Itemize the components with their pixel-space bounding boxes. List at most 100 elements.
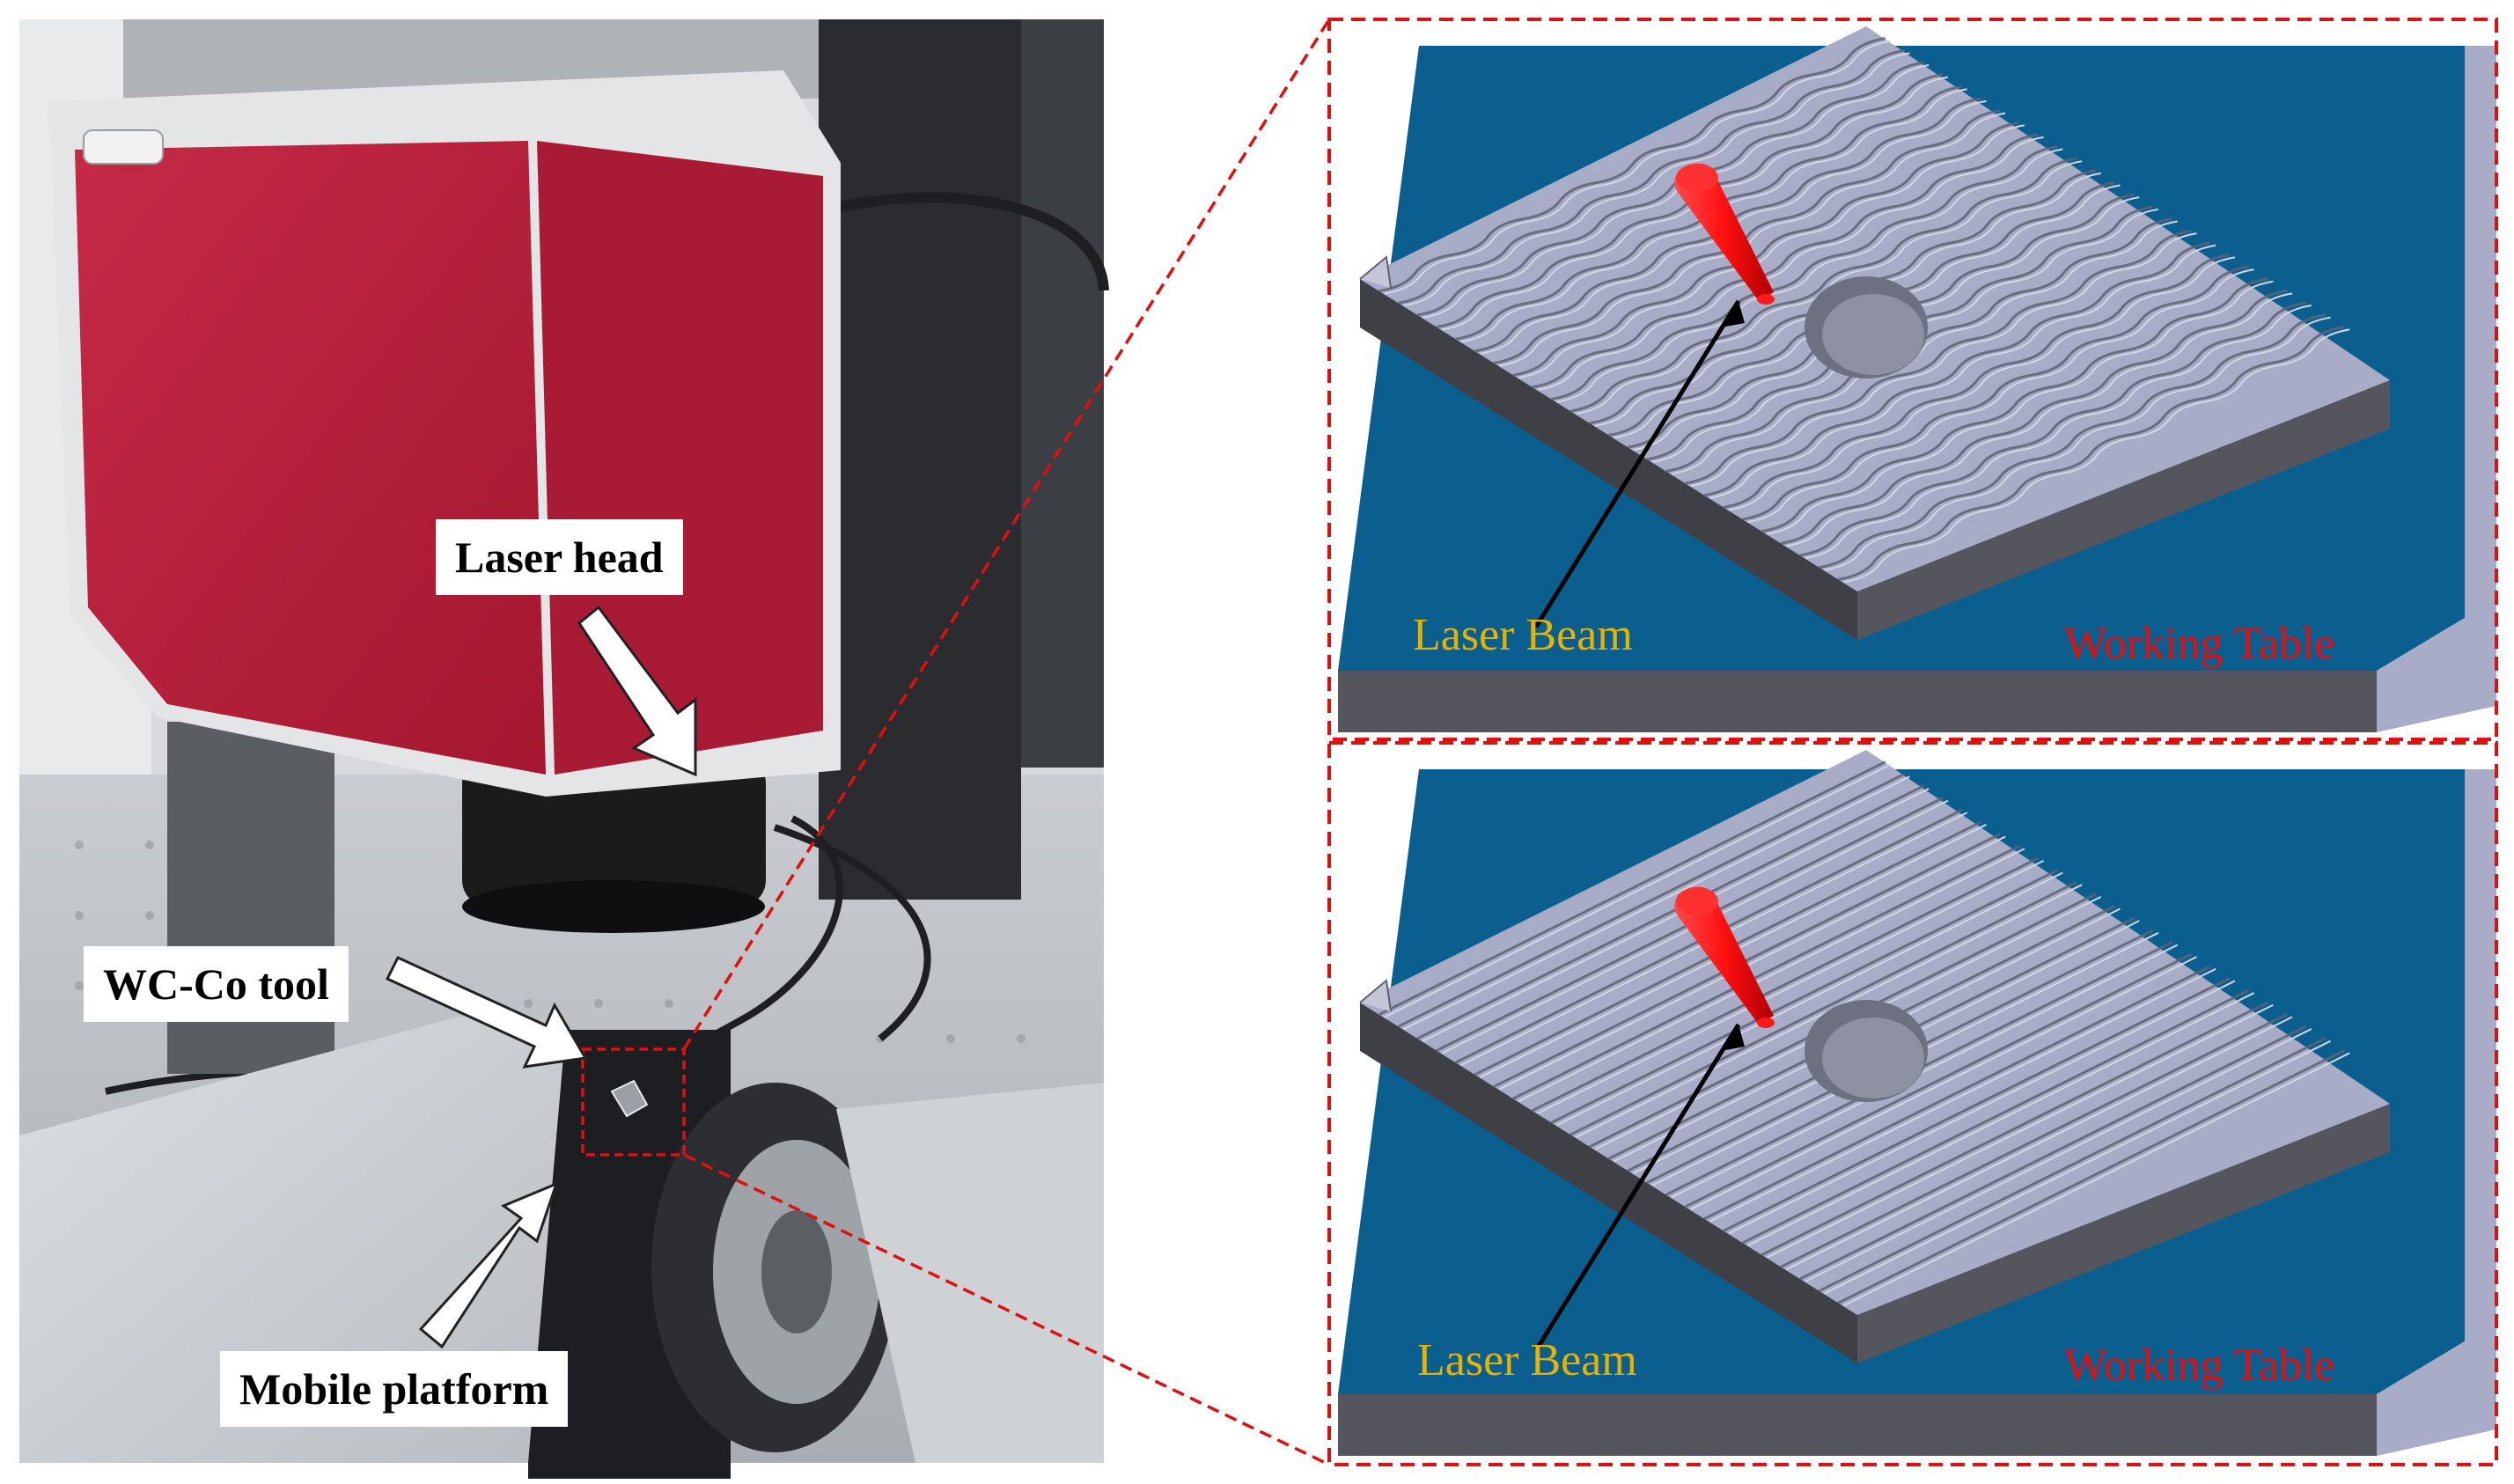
texture-ridge-highlight <box>1403 775 1910 1031</box>
texture-ridge-highlight <box>1537 859 2045 1114</box>
platform-plate-right <box>836 1083 1104 1463</box>
texture-ridge <box>1741 988 2250 1245</box>
laser-beam-pointer-arrowhead <box>1721 1025 1745 1051</box>
texture-ridge-highlight <box>1422 63 1930 319</box>
lens-barrel-bottom <box>462 880 765 933</box>
texture-ridge <box>1397 772 1906 1028</box>
machine-column-shade <box>1021 19 1104 768</box>
texture-ridge-highlight <box>1843 328 2350 584</box>
tool-highlight-box <box>581 1047 686 1157</box>
texture-ridge <box>1818 1037 2327 1293</box>
texture-ridge <box>1569 157 2077 413</box>
texture-ridge-highlight <box>1671 220 2178 475</box>
texture-ridge <box>1780 1013 2288 1268</box>
texture-ridge <box>1684 952 2193 1209</box>
texture-ridge-highlight <box>1403 52 1910 307</box>
texture-ridge <box>1703 965 2211 1221</box>
texture-ridge-highlight <box>1422 788 1930 1042</box>
texture-ridge <box>1531 856 2040 1113</box>
laser-head-arrow <box>577 605 697 777</box>
platform-arrow <box>418 1181 559 1349</box>
texture-ridge <box>1799 301 2307 557</box>
wc-co-tool-sample <box>610 1079 649 1118</box>
equipment-photo <box>19 19 1109 1479</box>
texture-ridge <box>1780 289 2288 545</box>
zoom-connector-lines <box>682 18 1331 1466</box>
texture-ridge-highlight <box>1747 992 2255 1246</box>
texture-ridge-highlight <box>1747 268 2254 524</box>
texture-ridge <box>1799 1025 2307 1281</box>
laser-beam-top <box>1676 887 1718 915</box>
laser-beam-cone <box>1674 163 1774 301</box>
texture-ridge <box>1416 61 1924 317</box>
texture-ridge-highlight <box>1555 871 2063 1127</box>
laser-head-red-side <box>537 141 823 775</box>
texture-ridge <box>1493 109 2001 365</box>
texture-ridge <box>1551 145 2058 401</box>
texture-ridge <box>1550 869 2058 1124</box>
texture-ridge <box>1378 760 1886 1016</box>
texture-ridge-highlight <box>1766 1003 2274 1259</box>
texture-ridge <box>1761 277 2268 533</box>
texture-ridge <box>1838 325 2345 581</box>
texture-ridge <box>1742 265 2249 521</box>
workpiece-left-face <box>1360 1003 1857 1363</box>
laser-head-red-front <box>75 141 546 775</box>
texture-ridge-highlight <box>1498 112 2006 367</box>
texture-ridge <box>1837 1049 2345 1304</box>
texture-ridge-highlight <box>1785 1016 2293 1271</box>
zoom-line-top <box>682 18 1331 1050</box>
platform-plate <box>19 1012 563 1463</box>
laser-beam-cone <box>1674 886 1774 1025</box>
panel-frame-bottom <box>1327 741 2498 1466</box>
working-table-front <box>1338 671 2377 732</box>
callout-arrows <box>385 605 697 1349</box>
texture-ridge-highlight <box>1689 956 2197 1211</box>
workpiece-left-face <box>1360 279 1857 640</box>
texture-ridge-highlight <box>1518 848 2025 1103</box>
texture-ridge-highlight <box>1671 944 2179 1199</box>
texture-ridge <box>1761 1001 2269 1257</box>
texture-ridge-highlight <box>1728 256 2236 511</box>
texture-ridge <box>1685 229 2192 485</box>
workpiece-hole-inner <box>1822 1017 1924 1098</box>
panel-bottom-beam-label: Laser Beam <box>1417 1335 1637 1385</box>
laser-beam-pointer-line <box>1533 1023 1741 1352</box>
panel-frame-top <box>1327 18 2498 741</box>
texture-ridge <box>1703 241 2211 497</box>
working-table-front <box>1338 1394 2377 1456</box>
texture-panel-bottom <box>1338 750 2496 1456</box>
texture-ridge <box>1569 880 2077 1136</box>
panel-top-table-label: Working Table <box>2064 619 2335 669</box>
laser-beam-tip <box>1757 1017 1775 1028</box>
laser-beam-pointer-line <box>1533 299 1741 628</box>
working-table-side <box>2377 769 2496 1456</box>
mobile-platform-label: Mobile platform <box>220 1351 569 1427</box>
tool-arrow <box>385 956 588 1069</box>
workpiece-right-face <box>1857 1104 2390 1363</box>
laser-beam-top <box>1676 164 1718 192</box>
texture-ridge-highlight <box>1384 40 1891 295</box>
texture-ridge <box>1398 48 1905 305</box>
texture-ridge <box>1512 844 2020 1100</box>
texture-edge-tooth <box>1359 979 1392 1012</box>
texture-ridge-highlight <box>1824 316 2331 571</box>
workpiece-hole-inner <box>1822 294 1924 375</box>
texture-ridge-highlight <box>1709 244 2216 499</box>
texture-ridge <box>1512 121 2020 377</box>
texture-ridge-highlight <box>1498 835 2006 1091</box>
cable <box>817 192 1109 291</box>
texture-ridge-highlight <box>1785 292 2293 547</box>
chuck-center <box>761 1210 832 1333</box>
texture-panels <box>1338 26 2496 1456</box>
workpiece-right-face <box>1857 380 2390 640</box>
texture-ridge-highlight <box>1805 1028 2312 1282</box>
laser-beam-tip <box>1757 294 1775 305</box>
texture-ridge-highlight <box>1805 305 2312 560</box>
texture-ridge-highlight <box>1556 148 2063 403</box>
working-table-side <box>2377 46 2496 732</box>
laser-head-badge <box>83 129 164 165</box>
laser-head-label: Laser head <box>436 519 683 595</box>
texture-ridge <box>1723 977 2231 1232</box>
